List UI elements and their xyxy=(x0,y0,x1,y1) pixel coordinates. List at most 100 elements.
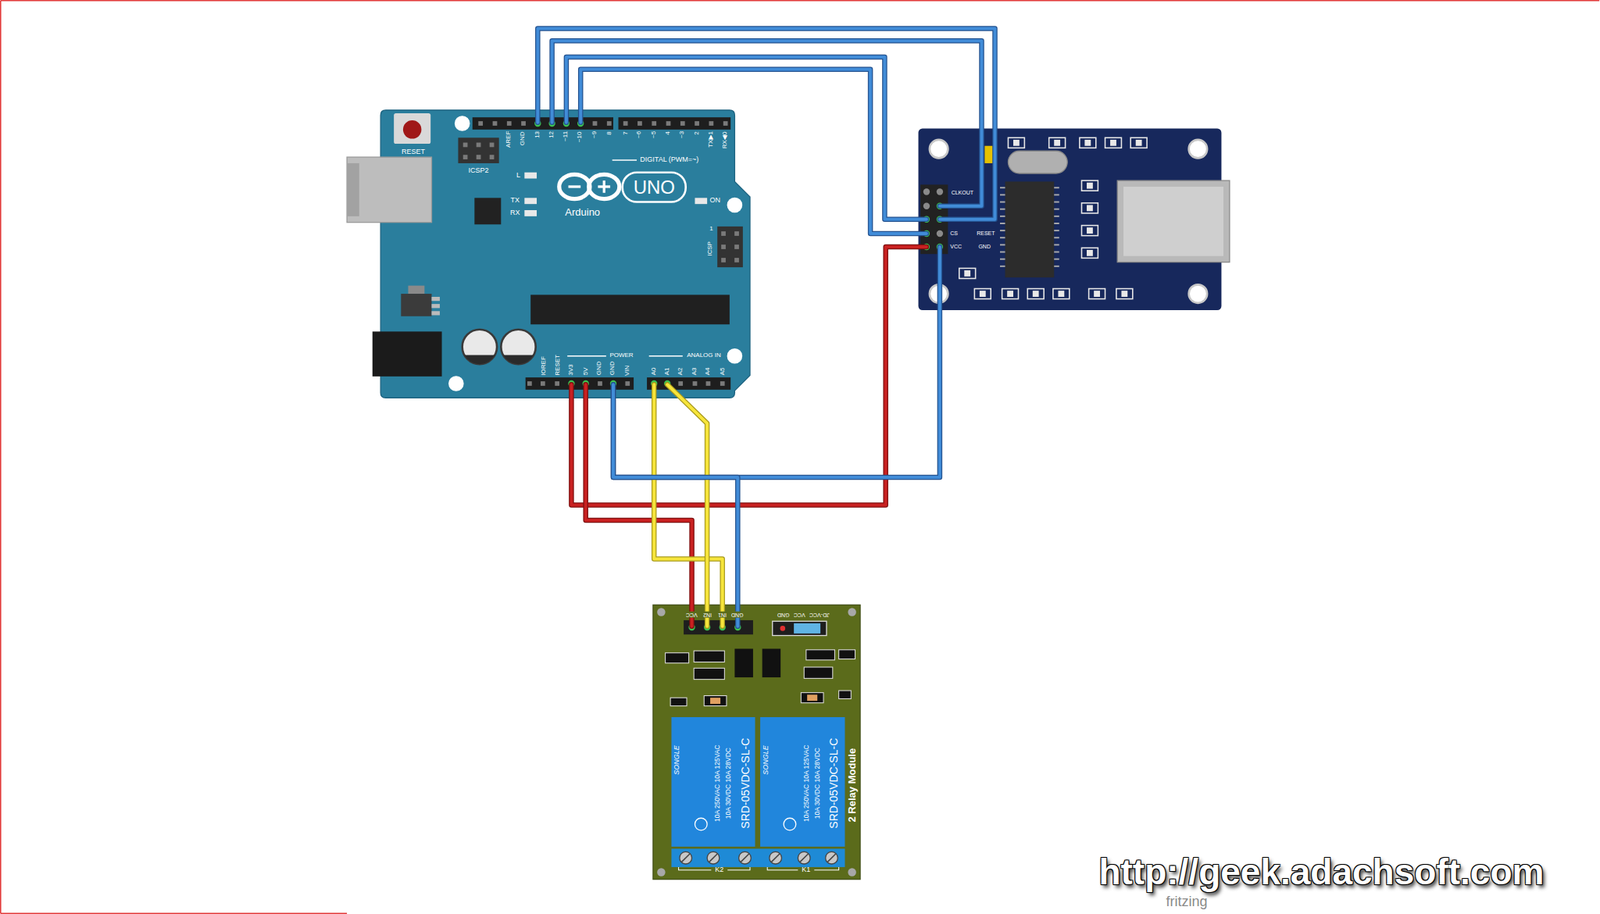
silkscreen-label: TX▶1 xyxy=(707,131,715,148)
silkscreen-label: Arduino xyxy=(564,207,600,218)
pin-label: K1 xyxy=(801,866,811,875)
arduino-board-part xyxy=(666,121,672,126)
ethernet-board-part-part xyxy=(1053,251,1060,254)
ethernet-board-part-part xyxy=(1053,215,1060,218)
relay-board-part xyxy=(671,717,755,847)
arduino-board-part xyxy=(524,210,537,217)
jumper-wire xyxy=(552,40,983,207)
jumper-wire xyxy=(585,384,693,627)
relay-marking: 10A 250VAC 10A 125VAC xyxy=(714,745,722,822)
relay-board-part-part xyxy=(839,650,856,660)
silkscreen-label: ~10 xyxy=(577,132,585,143)
ethernet-board-part xyxy=(959,267,976,279)
arduino-board-part xyxy=(500,329,536,365)
arduino-board-part xyxy=(492,121,498,126)
relay-board-part-part xyxy=(678,867,712,871)
relay-marking: 10A 30VDC 10A 28VDC xyxy=(814,747,822,819)
arduino-board-part xyxy=(678,381,683,386)
arduino-board-part xyxy=(680,121,686,126)
ethernet-board-part-part xyxy=(1000,208,1006,211)
arduino-board-part xyxy=(431,303,440,308)
jumper-wire xyxy=(653,384,723,627)
relay-marking: 10A 30VDC 10A 28VDC xyxy=(725,747,733,819)
silkscreen-label: ~9 xyxy=(591,131,599,139)
ethernet-board-part xyxy=(936,230,943,237)
arduino-board-part xyxy=(651,121,657,126)
arduino-board-part xyxy=(530,294,730,325)
silkscreen-label: RESET xyxy=(554,354,562,376)
jumper-wire xyxy=(571,246,927,505)
pin-label: IN2 xyxy=(702,611,713,618)
silkscreen-label: ICSP2 xyxy=(468,167,490,175)
ethernet-board-part xyxy=(1189,139,1208,159)
pin-label: GND xyxy=(730,611,745,618)
silkscreen-label: A5 xyxy=(718,367,726,376)
relay-board-part xyxy=(847,867,856,876)
silkscreen-label: A2 xyxy=(677,367,685,376)
arduino-board-part xyxy=(559,174,620,199)
relay-board-part xyxy=(710,697,721,704)
ethernet-board-part xyxy=(1007,150,1068,174)
ethernet-board-part xyxy=(1081,203,1098,214)
ethernet-board-part xyxy=(1002,289,1019,300)
silkscreen-label: L xyxy=(516,171,521,180)
arduino-board-part xyxy=(692,381,698,386)
arduino-board-part xyxy=(734,257,740,263)
silkscreen-label: 12 xyxy=(548,131,556,139)
arduino-board-part xyxy=(431,310,440,315)
silkscreen-label: AREF xyxy=(506,131,514,148)
ethernet-board-part xyxy=(1081,247,1098,258)
arduino-board-part xyxy=(597,381,603,386)
arduino-board-part xyxy=(734,244,740,250)
arduino-board-part xyxy=(734,231,740,236)
arduino-board-part xyxy=(346,163,360,217)
ethernet-board-part-part xyxy=(1053,193,1060,196)
arduino-board-part xyxy=(521,121,526,126)
silkscreen-label: A0 xyxy=(650,367,658,376)
pin-label: VCC xyxy=(950,243,962,250)
relay-marking: SONGLE xyxy=(673,745,682,775)
pin-label: GND xyxy=(777,611,790,618)
ethernet-board-part xyxy=(984,146,993,164)
silkscreen-label: 1 xyxy=(709,225,713,233)
ethernet-board-part xyxy=(1117,180,1230,262)
arduino-board-part xyxy=(503,354,534,365)
arduino-board-part xyxy=(637,121,643,126)
arduino-board-part-part xyxy=(568,185,582,188)
pin-label: VCC xyxy=(685,611,699,618)
ethernet-board-part-part xyxy=(1000,251,1006,254)
jumper-wire xyxy=(613,384,738,627)
ethernet-board-part xyxy=(923,203,930,210)
relay-board-part xyxy=(783,817,797,831)
silkscreen-label: VIN xyxy=(624,364,632,375)
jumper-wire xyxy=(613,246,940,478)
jumper-wire xyxy=(552,40,983,207)
arduino-board-part xyxy=(554,381,560,386)
jumper-wire xyxy=(585,384,693,627)
silkscreen-label: 13 xyxy=(534,131,542,139)
silkscreen-label: 2 xyxy=(693,131,701,135)
pin-label: CLKOUT xyxy=(951,189,974,197)
ethernet-board-part-part xyxy=(1000,193,1006,196)
ethernet-board-part xyxy=(1081,225,1098,236)
arduino-board-part xyxy=(717,226,743,268)
arduino-board-part xyxy=(694,121,700,126)
relay-marking: SRD-05VDC-SL-C xyxy=(739,738,752,829)
pin-label: 2 Relay Module xyxy=(847,748,859,823)
relay-board-part xyxy=(679,851,838,865)
arduino-board-part xyxy=(525,377,634,390)
relay-board xyxy=(653,604,861,879)
relay-module: VCCIN2IN1GNDJD-VCCVCCGNDK2K12 Relay Modu… xyxy=(653,604,861,879)
ethernet-board-part xyxy=(1189,284,1208,304)
ethernet-board-part xyxy=(1007,137,1025,148)
relay-board-part xyxy=(694,817,708,831)
silkscreen-label: IOREF xyxy=(540,356,548,375)
pin-label: JD-VCC xyxy=(809,611,830,618)
arduino-board-part-part xyxy=(589,174,620,199)
relay-board-part xyxy=(653,604,861,879)
page-border-part xyxy=(0,912,347,914)
relay-board-part-part xyxy=(825,851,839,865)
